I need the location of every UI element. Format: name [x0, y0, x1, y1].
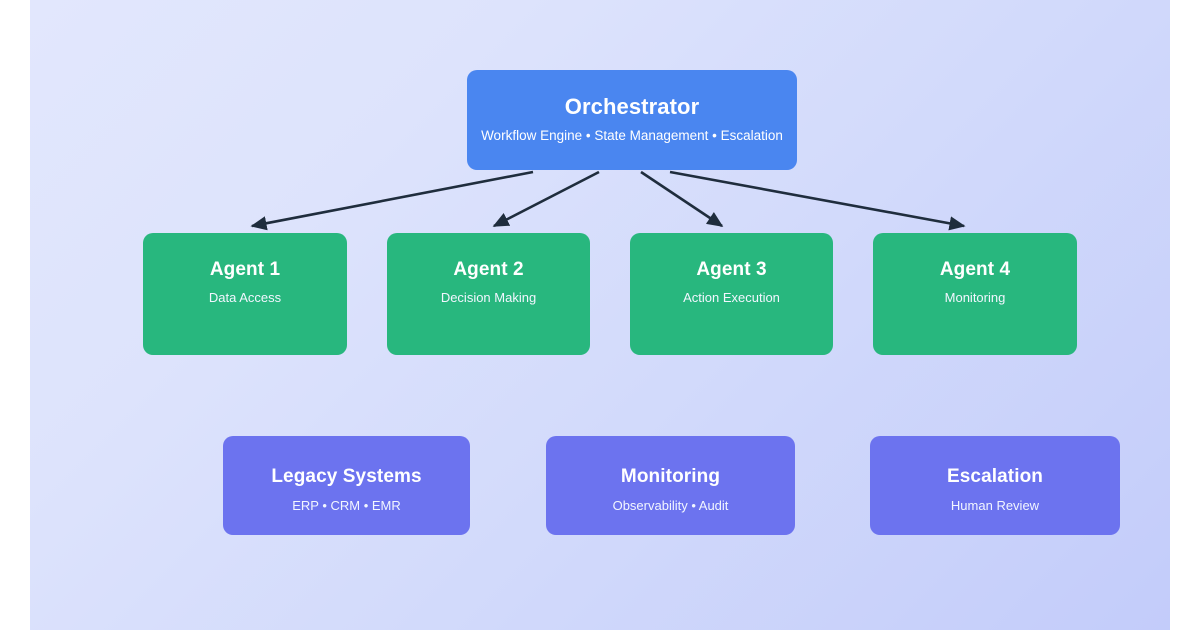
node-agent-1[interactable]: Agent 1 Data Access	[143, 233, 347, 355]
node-legacy-systems-subtitle: ERP • CRM • EMR	[292, 498, 401, 513]
node-agent-4[interactable]: Agent 4 Monitoring	[873, 233, 1077, 355]
node-escalation-subtitle: Human Review	[950, 498, 1040, 513]
node-agent-3[interactable]: Agent 3 Action Execution	[630, 233, 833, 355]
connector-group	[250, 170, 966, 231]
node-agent-2-title: Agent 2	[453, 259, 524, 280]
node-monitoring-subtitle: Observability • Audit	[612, 498, 729, 513]
node-escalation-title: Escalation	[946, 466, 1044, 487]
node-agent-4-subtitle: Monitoring	[944, 290, 1006, 305]
node-legacy-systems[interactable]: Legacy Systems ERP • CRM • EMR	[223, 436, 470, 535]
node-legacy-systems-title: Legacy Systems	[271, 466, 422, 487]
node-agent-1-subtitle: Data Access	[208, 290, 282, 305]
node-agent-3-title: Agent 3	[696, 259, 767, 280]
node-agent-3-subtitle: Action Execution	[683, 290, 780, 305]
node-agent-4-title: Agent 4	[939, 259, 1011, 280]
edge-orchestrator-agent-4	[669, 170, 966, 231]
node-agent-2-subtitle: Decision Making	[440, 290, 537, 305]
node-orchestrator-title: Orchestrator	[564, 94, 700, 119]
node-monitoring[interactable]: Monitoring Observability • Audit	[546, 436, 795, 535]
node-orchestrator[interactable]: Orchestrator Workflow Engine • State Man…	[467, 70, 797, 170]
edge-orchestrator-agent-2	[492, 170, 600, 228]
edge-orchestrator-agent-3	[640, 170, 724, 228]
node-agent-2[interactable]: Agent 2 Decision Making	[387, 233, 590, 355]
edge-orchestrator-agent-1	[250, 170, 534, 231]
node-escalation[interactable]: Escalation Human Review	[870, 436, 1120, 535]
node-agent-1-title: Agent 1	[209, 259, 281, 280]
diagram-canvas: Orchestrator Workflow Engine • State Man…	[30, 0, 1170, 630]
node-orchestrator-subtitle: Workflow Engine • State Management • Esc…	[481, 128, 783, 143]
node-monitoring-title: Monitoring	[620, 466, 721, 487]
